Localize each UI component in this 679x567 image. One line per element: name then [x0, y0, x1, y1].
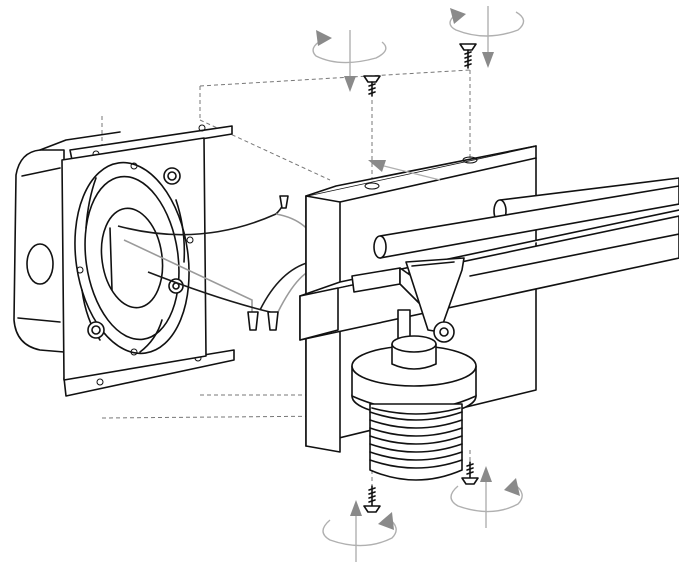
top-flange — [69, 125, 233, 161]
rotate-arrow-icon — [312, 30, 387, 92]
wire-nut-icon — [279, 195, 289, 209]
plate-screw-icon — [168, 278, 184, 294]
top-left-screw-icon — [363, 75, 381, 97]
wiring — [117, 195, 321, 331]
plate-screw-icon — [163, 167, 181, 185]
bottom-right-screw-icon — [461, 461, 479, 485]
rotate-arrow-icon — [322, 500, 397, 562]
rotate-arrow-icon — [449, 6, 525, 68]
bottom-left-screw-icon — [363, 485, 381, 513]
top-right-screw-icon — [459, 43, 477, 69]
junction-box — [13, 124, 235, 397]
rotate-arrow-icon — [450, 466, 523, 528]
arm-clamp — [351, 257, 465, 361]
lamp-socket — [351, 335, 477, 481]
plate-screw-icon — [87, 321, 105, 339]
thread-body — [369, 403, 463, 481]
slide-arrow-icon — [368, 160, 441, 181]
wire-nut-icon — [267, 311, 279, 331]
wire-nut-icon — [247, 311, 259, 331]
